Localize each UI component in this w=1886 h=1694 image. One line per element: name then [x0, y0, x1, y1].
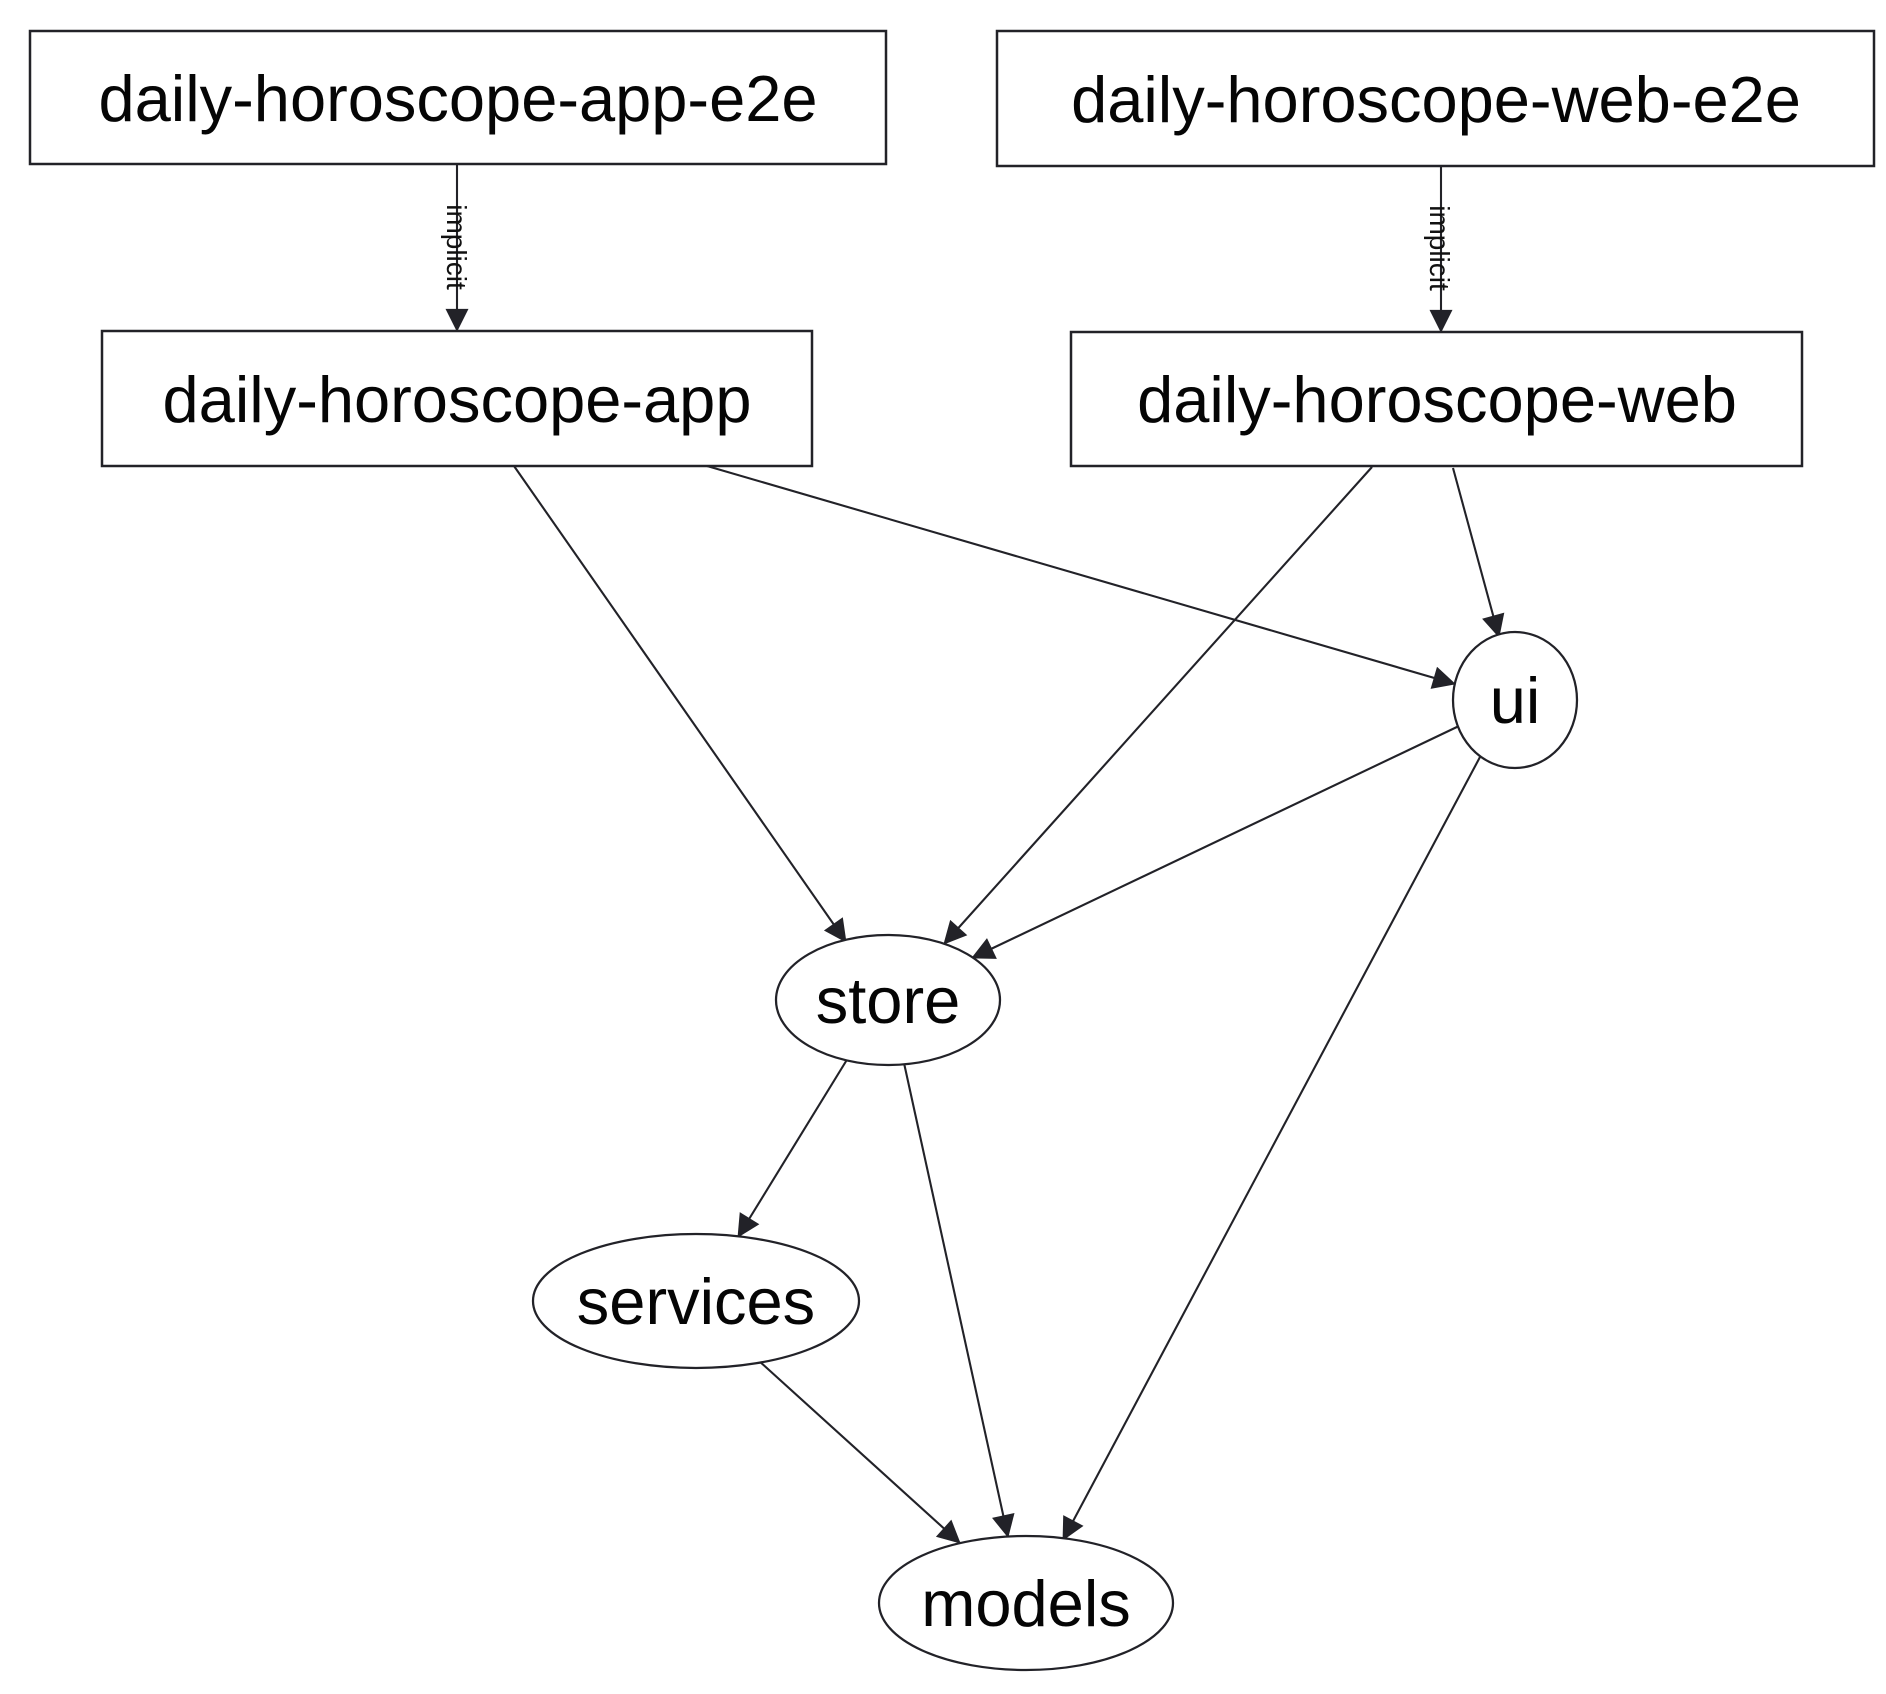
node-daily-horoscope-web-e2e: daily-horoscope-web-e2e	[995, 29, 1876, 168]
edge-ui-to-models	[1062, 756, 1481, 1541]
node-daily-horoscope-app-e2e: daily-horoscope-app-e2e	[28, 29, 888, 166]
node-label-daily-horoscope-app: daily-horoscope-app	[163, 363, 752, 436]
node-label-store: store	[816, 964, 961, 1037]
edge-web-to-ui	[1451, 467, 1505, 638]
node-box-daily-horoscope-app	[100, 329, 814, 468]
node-daily-horoscope-web: daily-horoscope-web	[1069, 330, 1804, 468]
node-ui: ui	[1451, 630, 1579, 770]
edge-app-to-store	[513, 465, 847, 943]
node-label-daily-horoscope-web-e2e: daily-horoscope-web-e2e	[1071, 63, 1801, 136]
edge-store-to-models	[902, 1062, 1015, 1538]
edge-label-implicit-app: implicit	[441, 204, 472, 290]
node-ellipse-store	[774, 933, 1002, 1067]
edge-services-to-models	[757, 1359, 961, 1544]
node-box-daily-horoscope-web-e2e	[995, 29, 1876, 168]
edge-web-to-store	[943, 466, 1373, 945]
node-models: models	[877, 1534, 1175, 1672]
node-box-daily-horoscope-web	[1069, 330, 1804, 468]
node-store: store	[774, 933, 1002, 1067]
edge-label-implicit-web: implicit	[1424, 205, 1455, 291]
node-label-models: models	[921, 1567, 1131, 1640]
node-label-daily-horoscope-web: daily-horoscope-web	[1137, 363, 1737, 436]
edge-store-to-services	[737, 1057, 849, 1238]
node-services: services	[531, 1232, 861, 1370]
node-label-daily-horoscope-app-e2e: daily-horoscope-app-e2e	[98, 62, 817, 135]
node-label-services: services	[577, 1265, 815, 1338]
edge-ui-to-store	[971, 725, 1460, 959]
node-daily-horoscope-app: daily-horoscope-app	[100, 329, 814, 468]
node-label-ui: ui	[1490, 664, 1541, 737]
node-ellipse-ui	[1451, 630, 1579, 770]
node-ellipse-services	[531, 1232, 861, 1370]
node-ellipse-models	[877, 1534, 1175, 1672]
edge-app-to-ui	[706, 464, 1456, 689]
node-box-daily-horoscope-app-e2e	[28, 29, 888, 166]
